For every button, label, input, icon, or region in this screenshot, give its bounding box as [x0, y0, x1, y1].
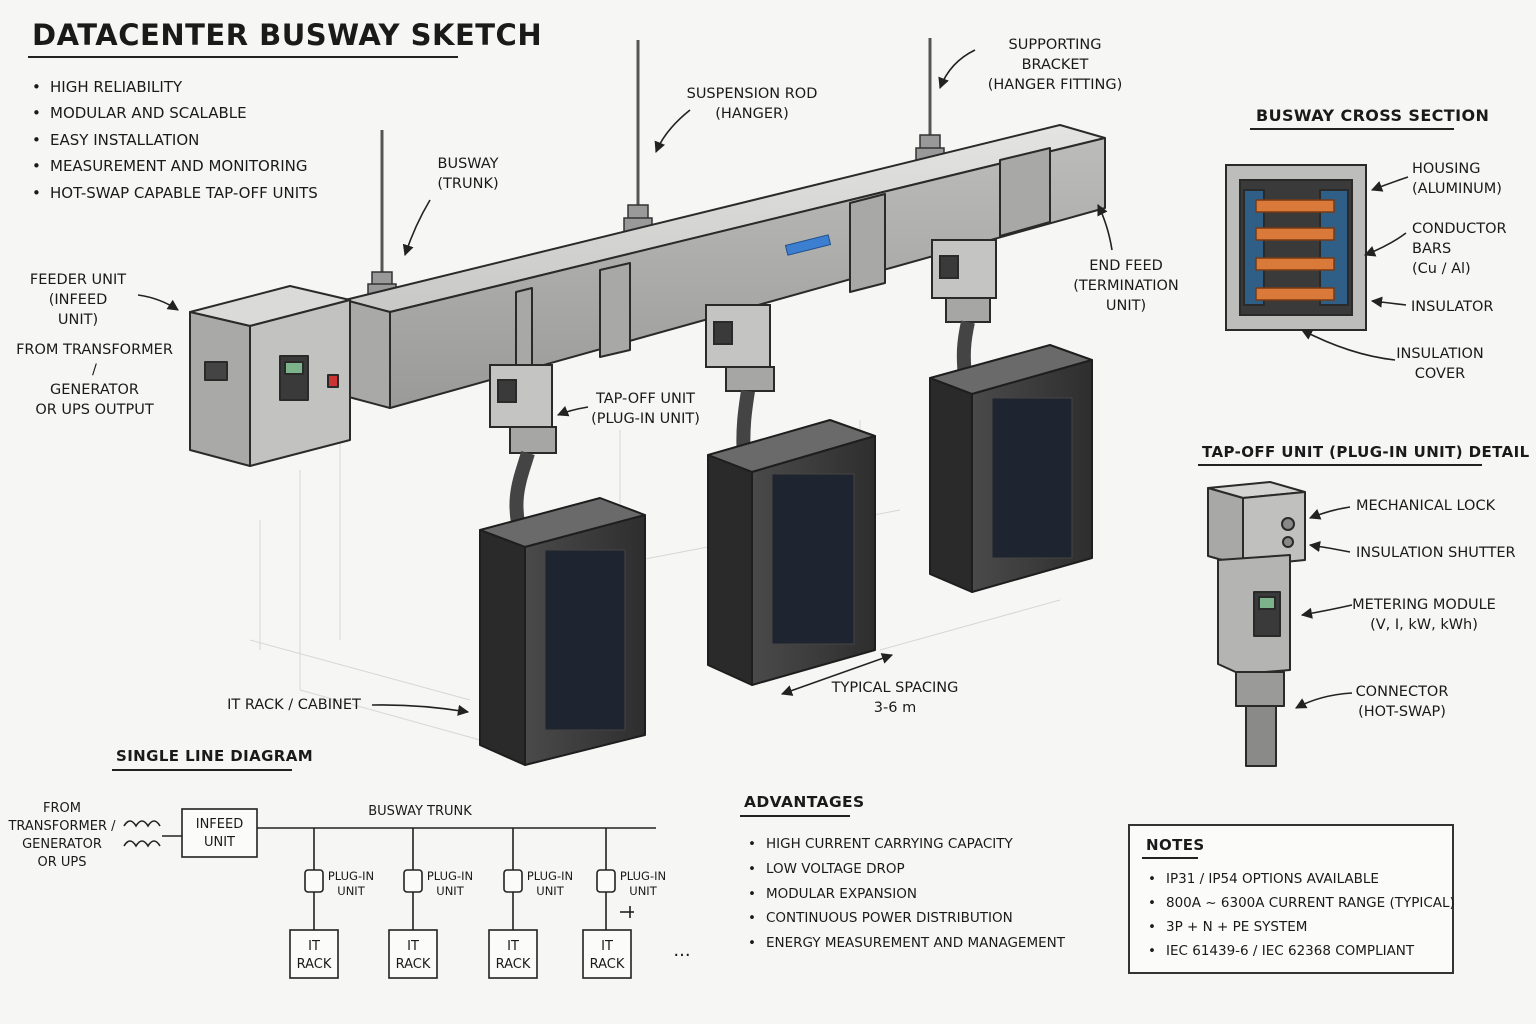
- feature-item: EASY INSTALLATION: [30, 127, 318, 154]
- advantage-item: LOW VOLTAGE DROP: [746, 857, 1065, 882]
- leader-arrows: [137, 49, 1409, 716]
- sld-ellipsis: ...: [673, 940, 691, 961]
- notes-list: IP31 / IP54 OPTIONS AVAILABLE 800A ~ 630…: [1146, 867, 1455, 963]
- tap-off-label: TAP-OFF UNIT (PLUG-IN UNIT): [591, 391, 700, 427]
- advantage-item: CONTINUOUS POWER DISTRIBUTION: [746, 906, 1065, 931]
- supporting-bracket-label: SUPPORTING BRACKET (HANGER FITTING): [987, 37, 1123, 93]
- cross-section-figure: [1225, 164, 1367, 331]
- insulation-cover-label: INSULATION COVER: [1396, 346, 1484, 382]
- sld-rack-label: IT RACK: [495, 939, 531, 972]
- advantage-item: ENERGY MEASUREMENT AND MANAGEMENT: [746, 931, 1065, 956]
- advantages-underline: [740, 815, 850, 817]
- note-item: 800A ~ 6300A CURRENT RANGE (TYPICAL): [1146, 891, 1455, 915]
- sld-plugin-label: PLUG-IN UNIT: [619, 869, 667, 898]
- single-line-drawing: [123, 808, 656, 979]
- floor-sketch: [249, 380, 1061, 741]
- source-label: FROM TRANSFORMER / GENERATOR OR UPS OUTP…: [16, 342, 173, 418]
- sld-plugin-label: PLUG-IN UNIT: [526, 869, 574, 898]
- it-rack-label: IT RACK / CABINET: [227, 697, 361, 713]
- advantages-title: ADVANTAGES: [744, 793, 865, 811]
- tapoff-detail-underline: [1198, 464, 1482, 466]
- note-item: IP31 / IP54 OPTIONS AVAILABLE: [1146, 867, 1455, 891]
- suspension-rod-label: SUSPENSION ROD (HANGER): [686, 86, 818, 122]
- note-item: 3P + N + PE SYSTEM: [1146, 915, 1455, 939]
- feature-item: MODULAR AND SCALABLE: [30, 100, 318, 127]
- tapoff-detail-figure: [1207, 481, 1306, 767]
- feature-list: HIGH RELIABILITY MODULAR AND SCALABLE EA…: [30, 74, 318, 206]
- notes-title: NOTES: [1146, 836, 1205, 854]
- feeder-unit-box: [189, 285, 351, 467]
- mechanical-lock-label: MECHANICAL LOCK: [1356, 498, 1496, 514]
- it-racks: [479, 344, 1093, 766]
- single-line-underline: [112, 769, 292, 771]
- advantage-item: MODULAR EXPANSION: [746, 882, 1065, 907]
- typical-spacing-label: TYPICAL SPACING 3-6 m: [831, 680, 959, 716]
- sld-rack-label: IT RACK: [296, 939, 332, 972]
- end-feed-label: END FEED (TERMINATION UNIT): [1073, 258, 1179, 314]
- title-underline: [28, 56, 458, 58]
- housing-label: HOUSING (ALUMINUM): [1412, 161, 1502, 197]
- cross-section-title: BUSWAY CROSS SECTION: [1256, 106, 1490, 125]
- sld-source-label: FROM TRANSFORMER / GENERATOR OR UPS: [8, 801, 116, 870]
- busway-trunk: [344, 124, 1106, 409]
- tapoff-detail-title: TAP-OFF UNIT (PLUG-IN UNIT) DETAIL: [1202, 443, 1530, 461]
- advantages-list: HIGH CURRENT CARRYING CAPACITY LOW VOLTA…: [746, 832, 1065, 956]
- metering-module-label: METERING MODULE (V, I, kW, kWh): [1352, 597, 1496, 633]
- page-title: DATACENTER BUSWAY SKETCH: [32, 18, 543, 52]
- sld-plugin-label: PLUG-IN UNIT: [426, 869, 474, 898]
- suspension-rods: [380, 38, 932, 272]
- notes-underline: [1142, 857, 1198, 859]
- cross-section-underline: [1250, 128, 1454, 130]
- sld-infeed-label: INFEED UNIT: [195, 817, 244, 850]
- spacing-arrow: [780, 653, 894, 696]
- sld-rack-label: IT RACK: [395, 939, 431, 972]
- feeder-unit-label: FEEDER UNIT (INFEED UNIT): [29, 272, 127, 328]
- advantage-item: HIGH CURRENT CARRYING CAPACITY: [746, 832, 1065, 857]
- feature-item: MEASUREMENT AND MONITORING: [30, 153, 318, 180]
- feature-item: HIGH RELIABILITY: [30, 74, 318, 101]
- insulation-shutter-label: INSULATION SHUTTER: [1356, 545, 1516, 561]
- feature-item: HOT-SWAP CAPABLE TAP-OFF UNITS: [30, 180, 318, 207]
- busway-label: BUSWAY (TRUNK): [437, 156, 499, 192]
- conductor-bars-label: CONDUCTOR BARS (Cu / Al): [1412, 221, 1507, 277]
- connector-label: CONNECTOR (HOT-SWAP): [1355, 684, 1449, 720]
- sld-rack-label: IT RACK: [589, 939, 625, 972]
- single-line-title: SINGLE LINE DIAGRAM: [116, 747, 314, 765]
- tapoff-units: [489, 239, 997, 543]
- note-item: IEC 61439-6 / IEC 62368 COMPLIANT: [1146, 939, 1455, 963]
- sld-plugin-label: PLUG-IN UNIT: [327, 869, 375, 898]
- insulator-label: INSULATOR: [1411, 299, 1494, 315]
- sld-trunk-label: BUSWAY TRUNK: [368, 804, 472, 819]
